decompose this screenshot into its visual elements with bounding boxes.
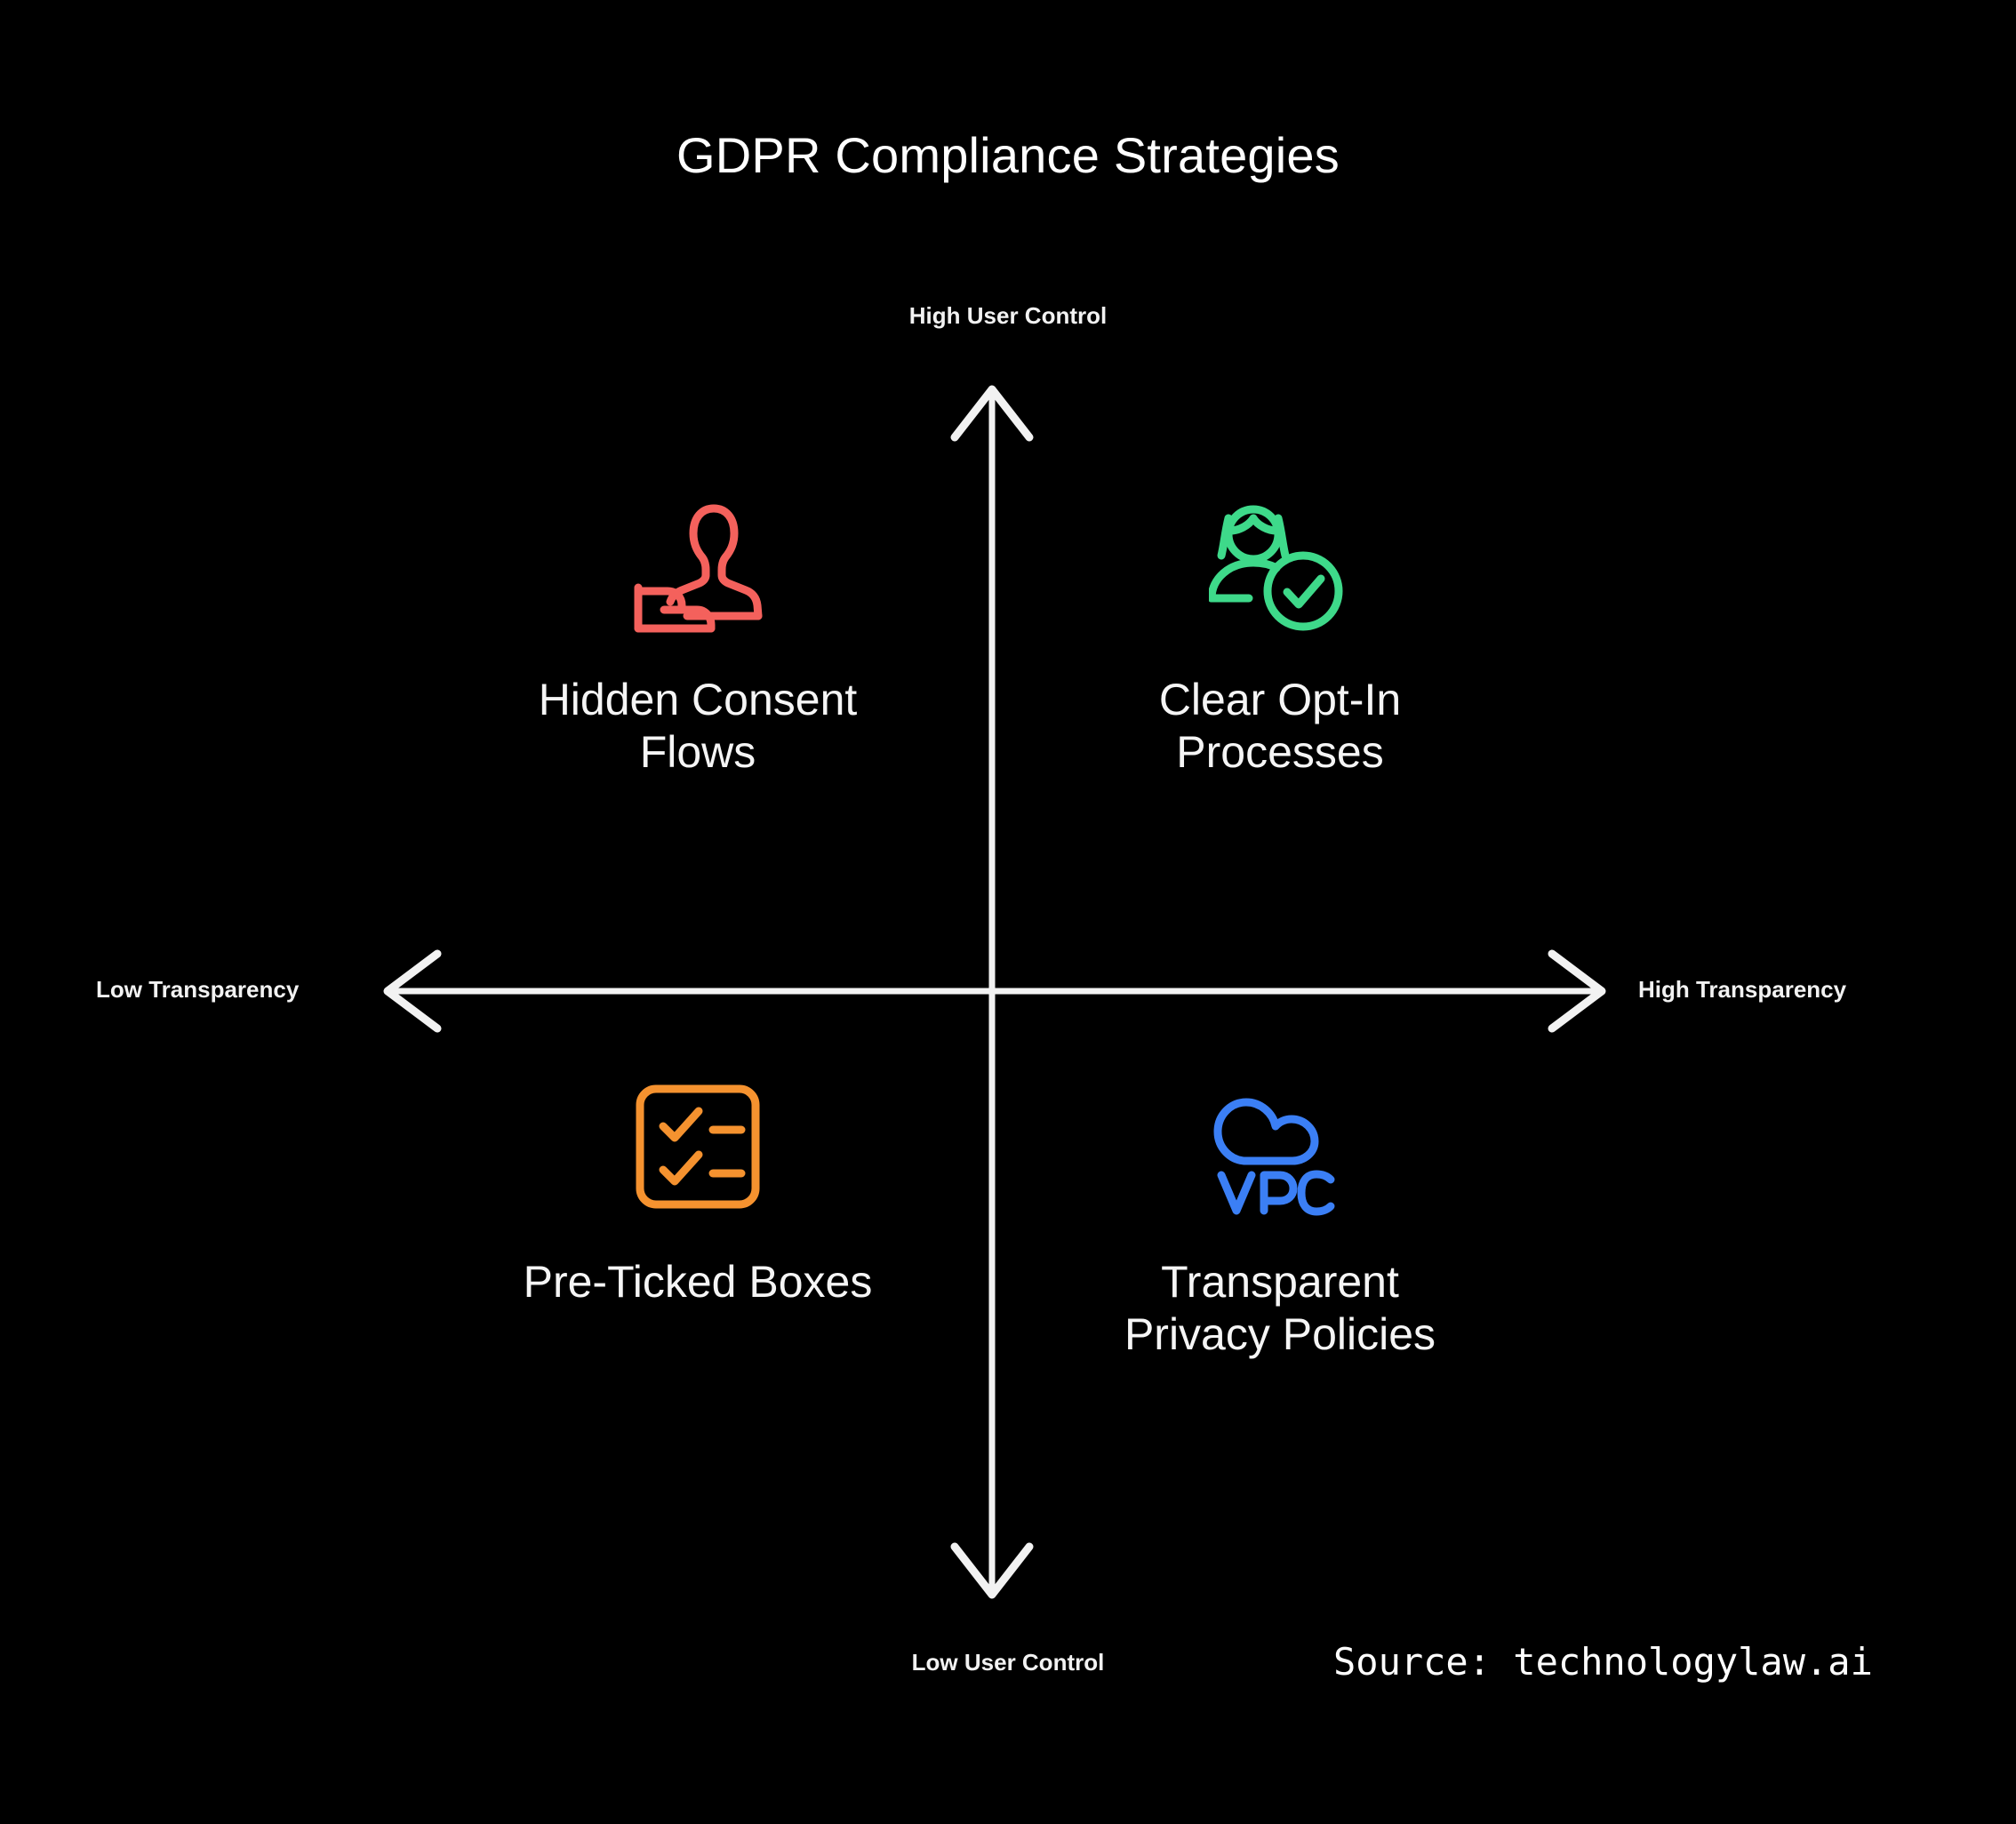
checklist-box-icon xyxy=(422,1071,973,1222)
axis-label-low-user-control: Low User Control xyxy=(911,1649,1105,1676)
axis-label-high-transparency: High Transparency xyxy=(1638,976,1847,1003)
quadrant-top-right: Clear Opt-In Processes xyxy=(1004,489,1556,779)
quadrant-label-transparent-privacy-policies: Transparent Privacy Policies xyxy=(1124,1257,1436,1359)
quadrant-label-clear-opt-in-processes: Clear Opt-In Processes xyxy=(1158,675,1402,777)
person-verified-check-icon xyxy=(1004,489,1556,640)
source-attribution: Source: technologylaw.ai xyxy=(1333,1640,1873,1684)
quadrant-label-hidden-consent-flows: Hidden Consent Flows xyxy=(538,675,858,777)
axis-label-high-user-control: High User Control xyxy=(908,302,1108,329)
quadrant-bottom-left: Pre-Ticked Boxes xyxy=(422,1071,973,1308)
quadrant-top-left: Hidden Consent Flows xyxy=(422,489,973,779)
page-title: GDPR Compliance Strategies xyxy=(676,127,1340,183)
axis-label-low-transparency: Low Transparency xyxy=(96,976,300,1003)
horizontal-axis xyxy=(383,949,1606,1033)
quadrant-bottom-right: Transparent Privacy Policies xyxy=(1004,1071,1556,1361)
vpc-cloud-icon xyxy=(1004,1071,1556,1222)
quadrant-label-pre-ticked-boxes: Pre-Ticked Boxes xyxy=(523,1257,873,1307)
person-outstretched-hand-icon xyxy=(422,489,973,640)
